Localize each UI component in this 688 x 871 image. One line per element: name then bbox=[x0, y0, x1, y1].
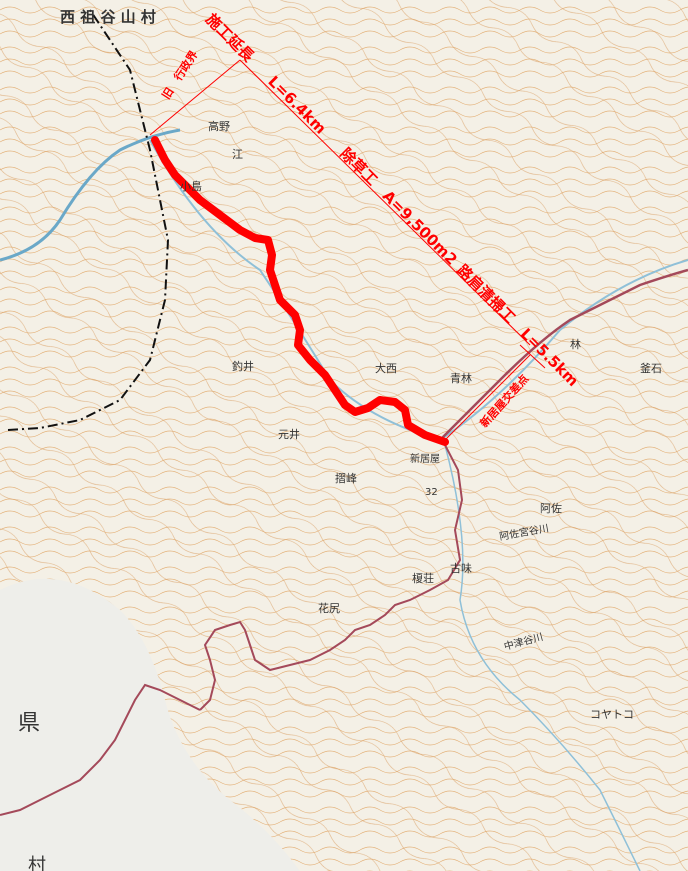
place-label-1: 高野 bbox=[208, 119, 230, 133]
administrative-boundary bbox=[7, 9, 170, 431]
place-label-10: 元井 bbox=[278, 427, 300, 441]
shoulder-leader bbox=[444, 354, 531, 441]
prefecture-label: 県 bbox=[18, 711, 40, 736]
route-number-label: 32 bbox=[425, 487, 438, 498]
old-boundary-leader bbox=[149, 59, 241, 136]
road-east bbox=[439, 268, 688, 441]
place-label-16: 釜石 bbox=[640, 361, 662, 375]
place-label-2: 江 bbox=[232, 148, 243, 161]
road-southwest bbox=[0, 683, 201, 816]
place-label-5: 大西 bbox=[375, 361, 397, 375]
construction-route bbox=[151, 136, 449, 446]
place-label-14: コヤトコ bbox=[590, 708, 634, 721]
bottom-char-label: 村 bbox=[28, 855, 46, 871]
shoulder-tick bbox=[519, 344, 546, 369]
road-south bbox=[199, 444, 464, 711]
place-label-3: 小島 bbox=[180, 179, 202, 193]
place-label-12: 榎荘 bbox=[412, 571, 434, 585]
place-label-8: 古味 bbox=[450, 562, 472, 575]
place-label-9: 阿佐 bbox=[540, 501, 562, 515]
place-label-6: 青林 bbox=[450, 371, 472, 385]
place-label-7: 新居屋 bbox=[410, 452, 440, 465]
village-label: 西 祖 谷 山 村 bbox=[60, 8, 156, 26]
river-upper-left bbox=[0, 128, 181, 262]
place-label-15: 林 bbox=[570, 337, 581, 351]
annotation-leader bbox=[239, 59, 531, 346]
place-label-11: 摺峰 bbox=[335, 471, 357, 485]
place-label-4: 釣井 bbox=[232, 359, 254, 373]
river-south bbox=[444, 444, 641, 871]
place-label-13: 花尻 bbox=[318, 602, 340, 615]
lowland-area bbox=[0, 578, 300, 871]
